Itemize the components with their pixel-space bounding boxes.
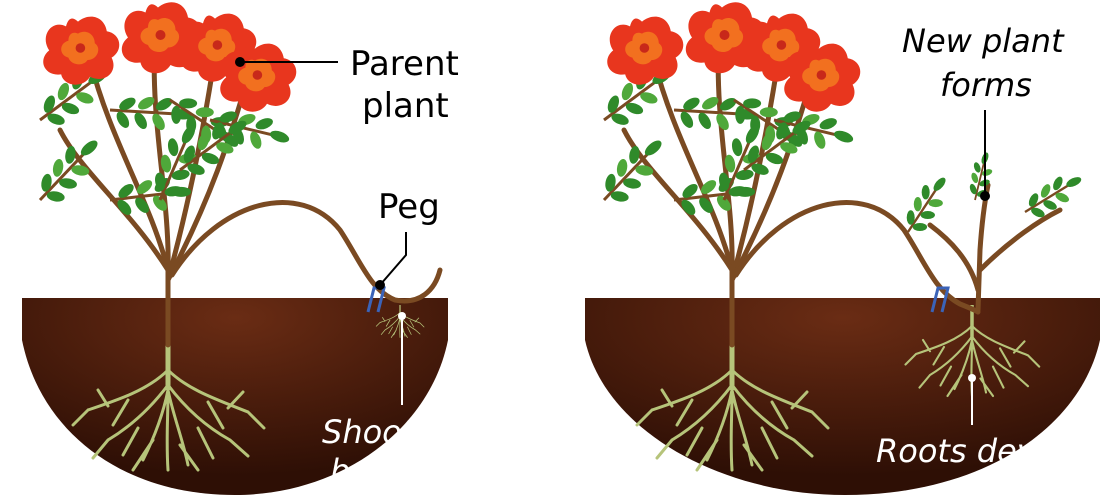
shoot-held-label-line1: Shoot held bbox=[322, 413, 494, 451]
roots-develop-label: Roots develop bbox=[876, 432, 1104, 470]
parent-plant-label-line2: plant bbox=[362, 86, 449, 126]
peg-label: Peg bbox=[378, 187, 440, 227]
new-plant-label-line2: forms bbox=[940, 66, 1032, 104]
shoot-held-label-line2: below soil bbox=[330, 452, 489, 490]
new-plant-label-line1: New plant bbox=[902, 22, 1065, 60]
parent-plant-label-line1: Parent bbox=[350, 44, 459, 84]
right-panel: New plant forms Roots develop bbox=[585, 2, 1104, 495]
left-panel: Parent plant Peg Shoot held below soil bbox=[22, 2, 494, 495]
